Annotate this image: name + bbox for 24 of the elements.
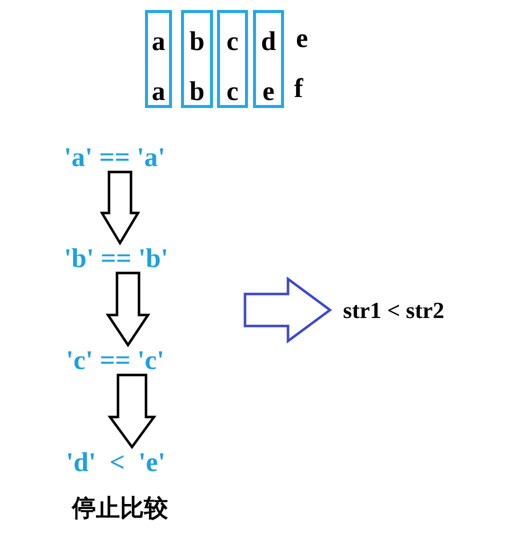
letter: e xyxy=(296,23,308,53)
letter: b xyxy=(188,26,206,56)
block-arrow xyxy=(106,272,150,348)
letter: a xyxy=(150,76,166,106)
column-box xyxy=(253,10,284,108)
letter: e xyxy=(262,76,276,106)
letter: d xyxy=(260,26,278,56)
letter: c xyxy=(226,26,240,56)
letter: c xyxy=(226,76,240,106)
block-arrow xyxy=(100,170,140,246)
column-box xyxy=(145,10,172,108)
letter: f xyxy=(294,73,303,103)
column-box xyxy=(217,10,248,108)
note-text: 停止比较 xyxy=(72,493,168,523)
result-text: str1 < str2 xyxy=(330,296,444,326)
letter: a xyxy=(150,26,166,56)
comparison-text: 'b' == 'b' xyxy=(64,243,168,273)
comparison-text: 'c' == 'c' xyxy=(66,345,164,375)
letter: b xyxy=(188,76,206,106)
block-arrow xyxy=(244,276,332,344)
block-arrow xyxy=(108,374,156,450)
comparison-text: 'a' == 'a' xyxy=(64,142,166,172)
column-box xyxy=(181,10,213,108)
comparison-text: 'd' < 'e' xyxy=(66,447,166,477)
